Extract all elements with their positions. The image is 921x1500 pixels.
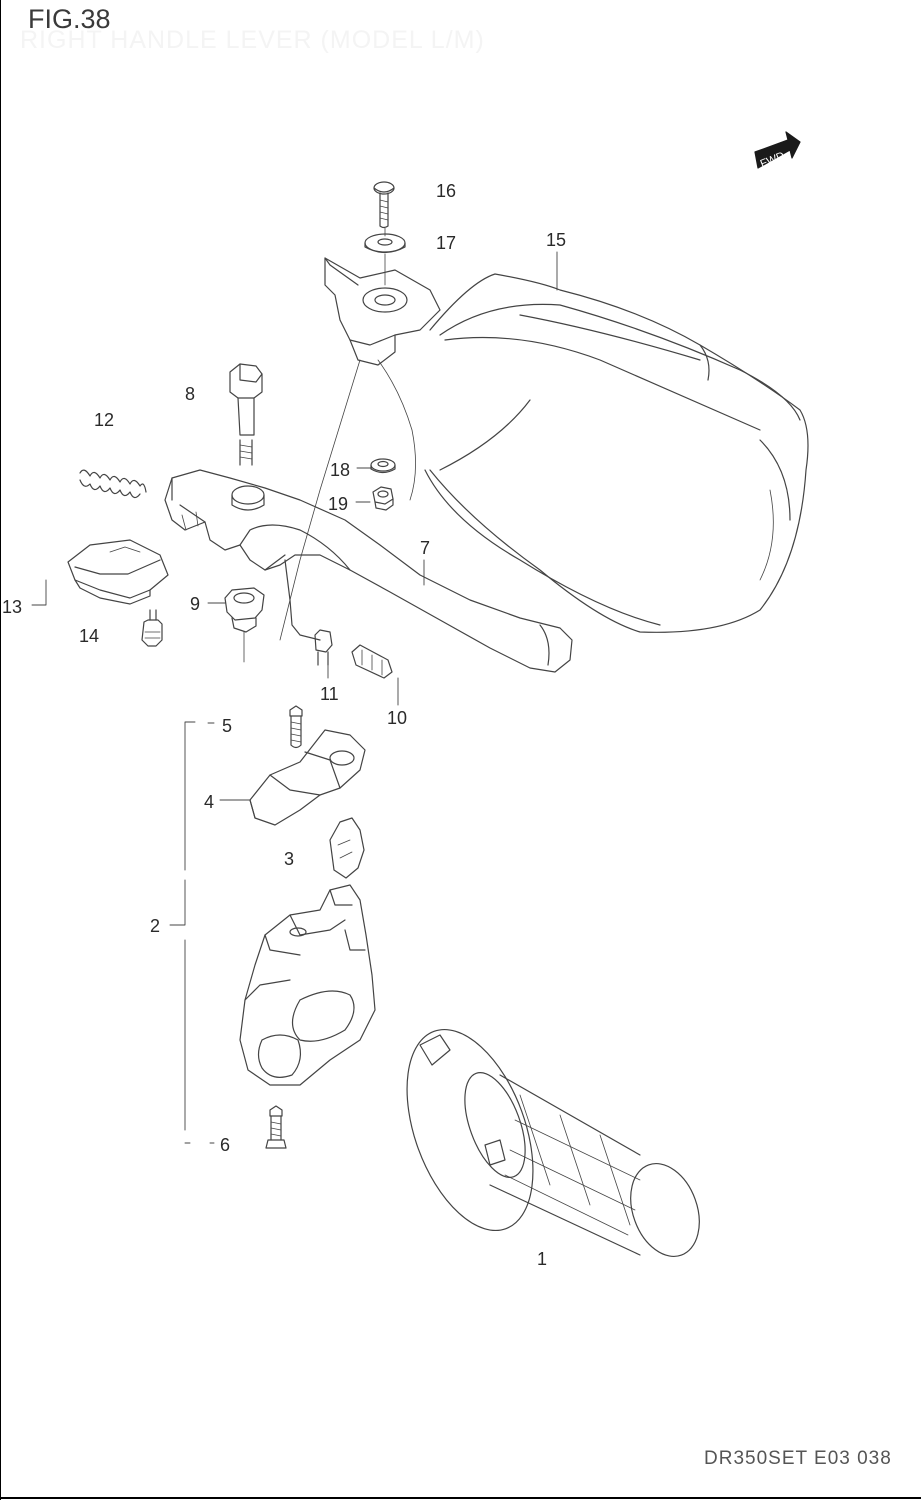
part-12-spring — [79, 469, 147, 499]
callout-7: 7 — [420, 538, 431, 558]
callout-12: 12 — [94, 410, 115, 430]
part-17-washer — [364, 233, 406, 254]
fwd-badge: FWD — [754, 131, 801, 170]
part-18-washer — [370, 458, 396, 474]
assembly-bracket-line — [169, 721, 196, 1144]
leader-lines — [31, 251, 558, 1144]
callout-15: 15 — [546, 230, 567, 250]
part-11-pivot-pin — [314, 629, 333, 666]
frame-left-border — [0, 0, 1, 1500]
callout-17: 17 — [436, 233, 457, 253]
part-2-throttle-housing — [239, 884, 376, 1086]
callout-18: 18 — [330, 460, 351, 480]
frame-bottom-border — [0, 1497, 921, 1499]
callout-16: 16 — [436, 181, 457, 201]
diagram-reference-code: DR350SET E03 038 — [704, 1448, 892, 1469]
forward-arrow-icon — [754, 131, 801, 169]
figure-subtitle: RIGHT HANDLE LEVER (MODEL L/M) — [20, 26, 485, 54]
figure-title: FIG.38 — [28, 4, 111, 34]
part-6-screw — [265, 1105, 287, 1149]
callout-3: 3 — [284, 849, 295, 869]
callout-19: 19 — [328, 494, 349, 514]
callout-14: 14 — [79, 626, 100, 646]
part-10-adjuster — [351, 644, 393, 679]
part-5-screw — [289, 705, 303, 749]
callout-10: 10 — [387, 708, 408, 728]
part-16-bolt — [373, 181, 395, 229]
callout-11: 11 — [320, 684, 339, 704]
guard-mount-clamp — [324, 257, 441, 366]
callout-1: 1 — [537, 1249, 548, 1269]
part-4-clamp-cover — [249, 729, 366, 826]
part-15-hand-guard — [424, 273, 809, 633]
callout-9: 9 — [190, 594, 201, 614]
part-14-screw — [141, 609, 163, 647]
part-3-insert — [329, 817, 365, 879]
callout-4: 4 — [204, 792, 215, 812]
part-8-bolt — [229, 363, 263, 466]
part-7-brake-lever — [164, 469, 573, 673]
callout-8: 8 — [185, 384, 196, 404]
guide-line — [377, 359, 416, 501]
part-13-cover — [67, 539, 169, 605]
callout-6: 6 — [220, 1135, 231, 1155]
callout-13: 13 — [2, 597, 23, 617]
callout-5: 5 — [222, 716, 233, 736]
part-19-nut — [372, 486, 394, 511]
callout-2: 2 — [150, 916, 161, 936]
part-1-throttle-grip — [406, 1028, 700, 1258]
part-9-collar — [224, 587, 265, 633]
